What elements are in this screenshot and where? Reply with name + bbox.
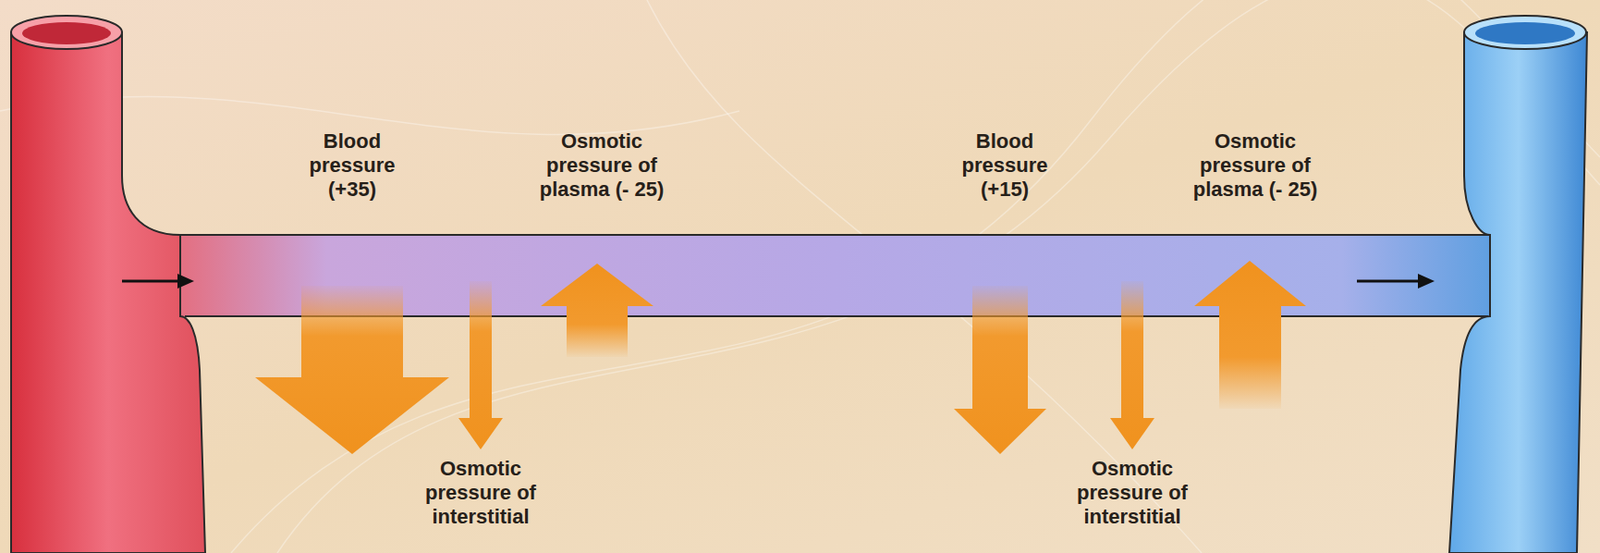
pressure-label: Osmotic pressure of plasma (- 25) (537, 129, 667, 202)
pressure-label: Blood pressure (+15) (950, 129, 1060, 202)
pressure-label: Osmotic pressure of interstitial (1052, 456, 1212, 529)
pressure-label: Osmotic pressure of plasma (- 25) (1190, 129, 1320, 202)
pressure-label: Blood pressure (+35) (297, 129, 407, 202)
pressure-label: Osmotic pressure of interstitial (401, 456, 561, 529)
